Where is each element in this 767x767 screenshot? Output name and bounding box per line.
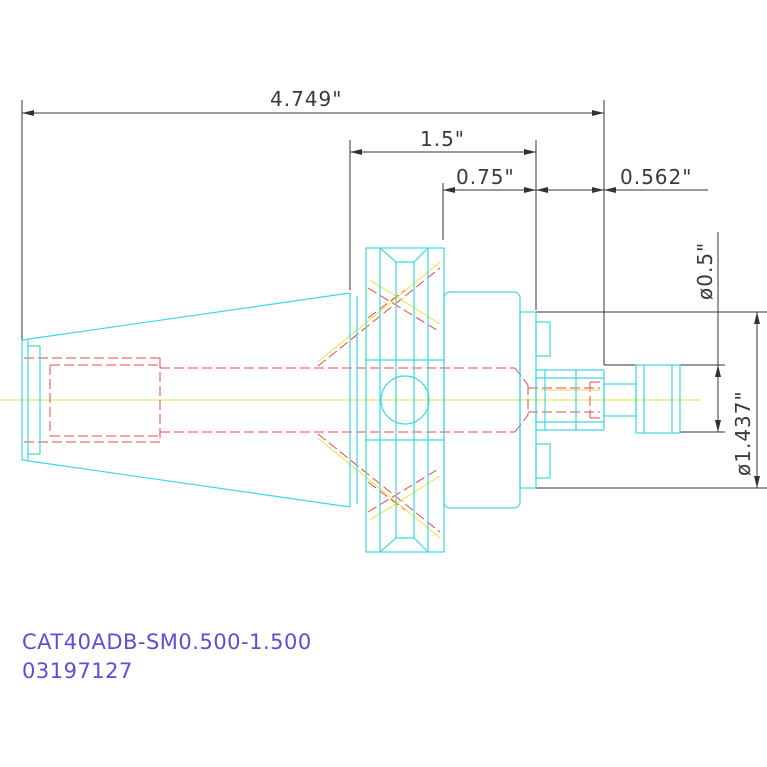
dimension-arrows	[22, 110, 760, 488]
dim-overall-length: 4.749"	[270, 87, 342, 111]
dim-gauge-length: 0.75"	[456, 165, 515, 189]
hidden-lines	[24, 267, 605, 533]
dim-flange-to-tip: 1.5"	[420, 127, 465, 151]
tool-outline	[21, 247, 681, 553]
dimension-lines	[21, 100, 767, 489]
dim-shank-diameter: ø0.5"	[693, 242, 717, 300]
part-code: 03197127	[22, 659, 133, 683]
part-number: CAT40ADB-SM0.500-1.500	[22, 630, 312, 654]
dim-body-diameter: ø1.437"	[731, 390, 755, 476]
dim-stub-length: 0.562"	[620, 165, 692, 189]
